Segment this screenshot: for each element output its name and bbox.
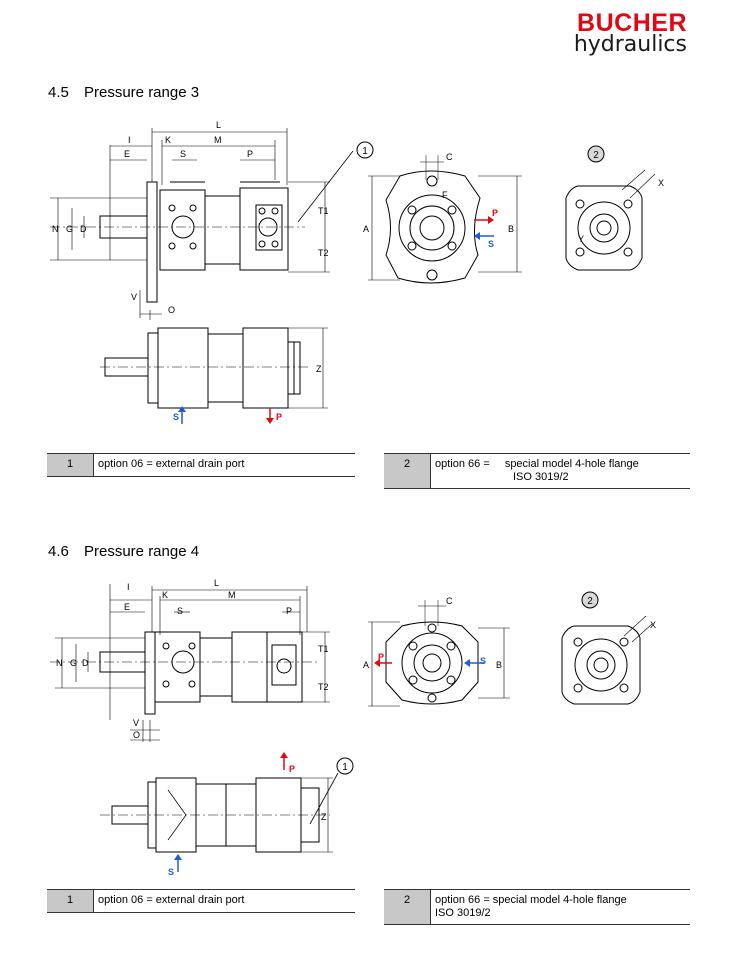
legend-standard: ISO 3019/2 xyxy=(513,471,569,483)
dim-G: G xyxy=(70,658,77,668)
dim-A: A xyxy=(363,224,369,234)
legend-row-2: 2 option 66 = special model 4-hole flang… xyxy=(384,453,690,489)
legend-number: 2 xyxy=(384,454,431,488)
dim-K: K xyxy=(165,135,171,145)
dim-I: I xyxy=(127,582,130,592)
dim-I: I xyxy=(128,135,131,145)
legend-text: option 66 = special model 4-hole flange … xyxy=(431,890,631,924)
section-title-4-6: 4.6 Pressure range 4 xyxy=(48,543,199,560)
dim-Y: Y xyxy=(578,234,584,244)
section-number: 4.5 xyxy=(48,84,69,101)
dim-P: P xyxy=(286,606,292,616)
section-number: 4.6 xyxy=(48,543,69,560)
technical-drawing-pressure-range-3: 1 2 L I K M E S P N G D T1 T2 V O Z C A … xyxy=(50,120,664,424)
dim-N: N xyxy=(56,658,63,668)
technical-drawing-pressure-range-4: 1 2 L I K M E S P N G D T1 T2 V O Z C A … xyxy=(50,578,656,877)
legend-standard: ISO 3019/2 xyxy=(435,907,491,919)
section-heading: Pressure range 4 xyxy=(84,543,200,560)
dim-V: V xyxy=(131,292,137,302)
dim-C: C xyxy=(446,596,453,606)
dim-E: E xyxy=(124,149,130,159)
svg-text:P: P xyxy=(289,764,295,774)
legend-row-1: 1 option 06 = external drain port xyxy=(47,453,355,477)
dim-S: S xyxy=(177,606,183,616)
legend-description: special model 4-hole flange xyxy=(504,458,639,470)
logo-brand: BUCHER xyxy=(577,9,687,37)
callout-2: 2 xyxy=(593,150,599,161)
legend-text: option 06 = external drain port xyxy=(98,894,245,906)
dim-S: S xyxy=(180,149,186,159)
dim-E: E xyxy=(124,602,130,612)
legend-row-2: 2 option 66 = special model 4-hole flang… xyxy=(384,889,690,925)
dim-V: V xyxy=(133,718,139,728)
svg-text:S: S xyxy=(168,867,174,877)
dim-Z: Z xyxy=(316,364,322,374)
legend-text: option 06 = external drain port xyxy=(98,458,245,470)
dim-G: G xyxy=(66,224,73,234)
dim-B: B xyxy=(508,224,514,234)
callout-2: 2 xyxy=(587,596,593,607)
legend-description: option 66 = special model 4-hole flange xyxy=(435,894,627,906)
svg-text:S: S xyxy=(488,239,494,249)
dim-O: O xyxy=(168,305,175,315)
dim-T1: T1 xyxy=(318,206,329,216)
svg-text:P: P xyxy=(378,652,384,662)
logo-subtitle: hydraulics xyxy=(573,32,687,57)
callout-1: 1 xyxy=(362,146,368,157)
dim-C: C xyxy=(446,152,453,162)
svg-text:S: S xyxy=(173,412,179,422)
dim-A: A xyxy=(363,660,369,670)
svg-text:P: P xyxy=(492,208,498,218)
section-heading: Pressure range 3 xyxy=(84,84,200,101)
dim-T2: T2 xyxy=(318,248,329,258)
dim-K: K xyxy=(162,590,168,600)
legend-number: 1 xyxy=(47,454,94,476)
dim-N: N xyxy=(52,224,59,234)
legend-text: option 66 = special model 4-hole flange … xyxy=(431,454,643,488)
legend-number: 2 xyxy=(384,890,431,924)
legend-number: 1 xyxy=(47,890,94,912)
dim-X: X xyxy=(650,620,656,630)
svg-text:S: S xyxy=(480,656,486,666)
dim-D: D xyxy=(82,658,89,668)
dim-L: L xyxy=(216,120,221,130)
dim-Z: Z xyxy=(321,812,327,822)
dim-P: P xyxy=(247,149,253,159)
legend-row-1: 1 option 06 = external drain port xyxy=(47,889,355,913)
callout-1: 1 xyxy=(342,762,348,773)
company-logo: BUCHER hydraulics xyxy=(574,10,687,56)
dim-T1: T1 xyxy=(318,644,329,654)
dim-B: B xyxy=(496,660,502,670)
section-title-4-5: 4.5 Pressure range 3 xyxy=(48,84,199,101)
dim-D: D xyxy=(80,224,87,234)
dim-L: L xyxy=(214,578,219,588)
dim-M: M xyxy=(228,590,236,600)
dim-T2: T2 xyxy=(318,682,329,692)
dim-F: F xyxy=(442,190,448,200)
dim-M: M xyxy=(214,135,222,145)
legend-option: option 66 = xyxy=(435,458,490,470)
dim-O: O xyxy=(133,730,140,740)
dim-X: X xyxy=(658,178,664,188)
svg-text:P: P xyxy=(276,412,282,422)
